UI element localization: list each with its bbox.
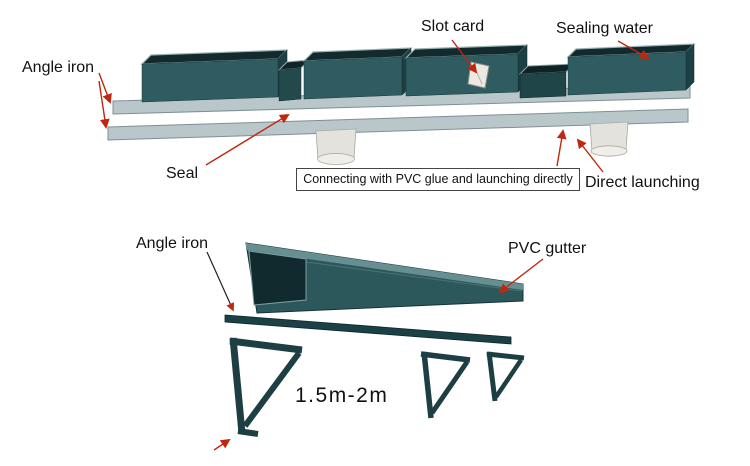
label-pvc-gutter: PVC gutter	[508, 240, 587, 257]
leader-slot-card	[451, 39, 478, 74]
angle-iron-bar	[224, 314, 512, 345]
leader-bracket-foot	[213, 438, 231, 451]
bottom-assembly	[224, 242, 525, 437]
gutter-box-3	[404, 44, 529, 97]
pvc-gutter-piece	[245, 242, 524, 314]
bracket-large	[229, 337, 303, 437]
gutter-box-1	[140, 49, 289, 103]
drain-right	[589, 121, 629, 157]
label-connecting-note: Connecting with PVC glue and launching d…	[296, 168, 580, 191]
leader-direct-launching	[576, 138, 604, 173]
leader-lines-bottom	[206, 251, 544, 451]
label-span-dimension: 1.5m-2m	[295, 384, 389, 407]
direct-launch-connector	[518, 63, 576, 99]
gutter-box-2	[302, 47, 413, 100]
bracket-medium	[420, 351, 471, 419]
label-direct-launching: Direct launching	[585, 174, 700, 191]
leader-pvc-gutter	[498, 258, 544, 294]
label-angle-iron-top: Angle iron	[22, 59, 95, 76]
gutter-box-4	[566, 43, 696, 96]
joint-sleeve	[277, 59, 311, 102]
bracket-small	[486, 351, 525, 402]
leader-lines-top	[98, 39, 650, 173]
label-sealing-water: Sealing water	[556, 20, 653, 37]
label-slot-card: Slot card	[421, 18, 485, 35]
leader-angle-iron-lower	[98, 80, 110, 129]
drain-left	[315, 128, 357, 165]
leader-connecting-note	[556, 129, 567, 167]
top-assembly	[107, 43, 696, 165]
leader-angle-iron-upper	[98, 72, 112, 104]
label-seal: Seal	[166, 165, 199, 182]
leader-angle-iron-bottom	[206, 251, 235, 312]
leader-sealing-water	[617, 40, 650, 59]
rail-lower	[107, 108, 689, 141]
label-angle-iron-bottom: Angle iron	[136, 235, 209, 252]
leader-seal	[205, 113, 290, 166]
